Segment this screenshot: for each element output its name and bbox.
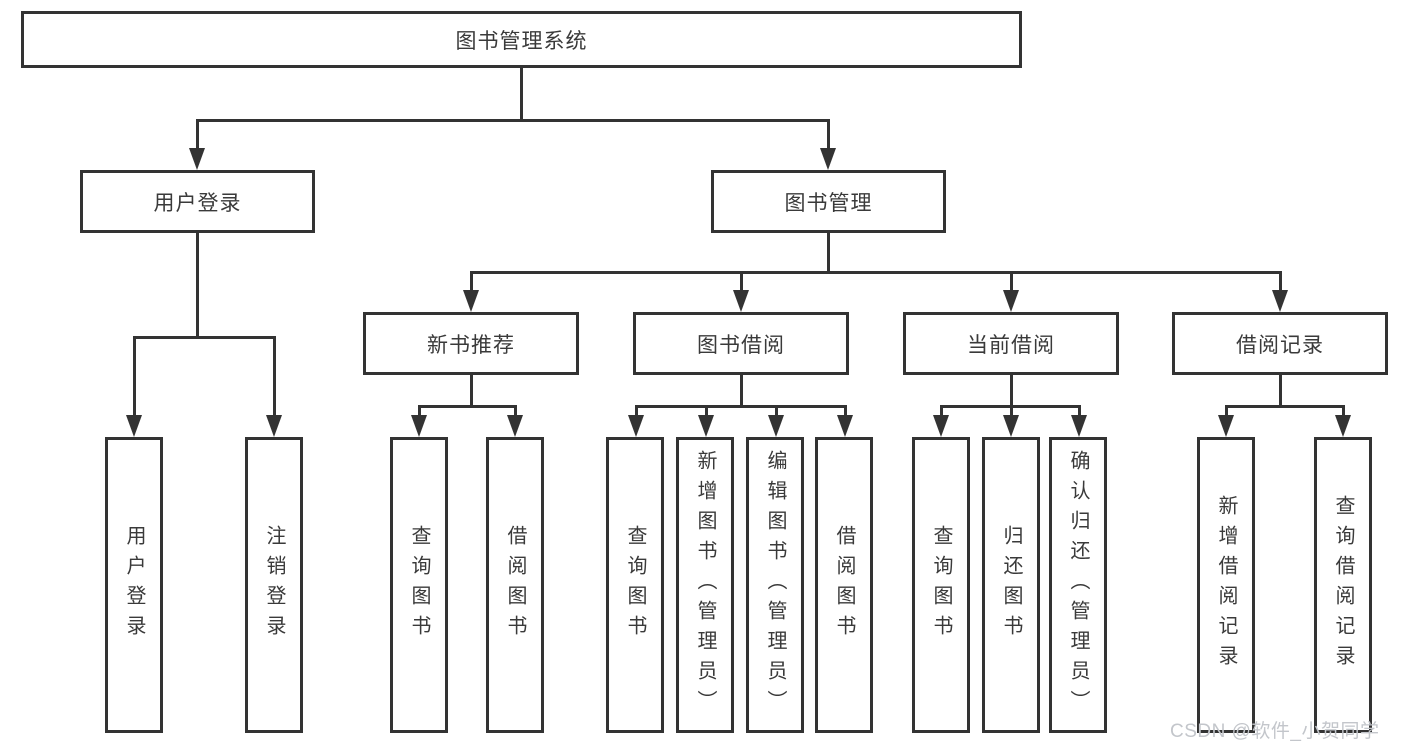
leaf-label: 借阅图书	[504, 525, 526, 645]
leaf-query-books-borrowing: 查询图书	[606, 437, 664, 733]
leaf-label: 注销登录	[263, 525, 285, 645]
connector-hline	[470, 271, 1281, 274]
connector-vline	[1010, 271, 1013, 292]
connector-vline	[418, 405, 421, 417]
connector-arrowhead	[933, 415, 949, 437]
node-borrowing-records: 借阅记录	[1172, 312, 1388, 375]
connector-vline	[1225, 405, 1228, 417]
connector-vline	[827, 119, 830, 150]
connector-vline	[1078, 405, 1081, 417]
node-book-borrowing: 图书借阅	[633, 312, 849, 375]
leaf-label: 查询借阅记录	[1332, 495, 1354, 675]
leaf-borrow-books-recommend: 借阅图书	[486, 437, 544, 733]
leaf-borrow-books-borrowing: 借阅图书	[815, 437, 873, 733]
node-library-management-system: 图书管理系统	[21, 11, 1022, 68]
connector-arrowhead	[733, 290, 749, 312]
leaf-query-books-recommend: 查询图书	[390, 437, 448, 733]
connector-vline	[635, 405, 638, 417]
connector-arrowhead	[507, 415, 523, 437]
leaf-label: 用户登录	[123, 525, 145, 645]
leaf-query-books-current: 查询图书	[912, 437, 970, 733]
leaf-label: 查询图书	[408, 525, 430, 645]
connector-vline	[1279, 271, 1282, 292]
connector-hline	[418, 405, 516, 408]
connector-hline	[196, 119, 830, 122]
connector-arrowhead	[820, 148, 836, 170]
connector-arrowhead	[628, 415, 644, 437]
node-label: 借阅记录	[1236, 333, 1324, 357]
connector-arrowhead	[1003, 290, 1019, 312]
leaf-label: 确认归还（管理员）	[1067, 450, 1089, 720]
connector-hline	[133, 336, 275, 339]
leaf-add-borrow-record: 新增借阅记录	[1197, 437, 1255, 733]
watermark: CSDN @软件_小贺同学	[1170, 721, 1380, 742]
connector-vline	[470, 271, 473, 292]
node-label: 用户登录	[153, 191, 242, 215]
connector-vline	[514, 405, 517, 417]
node-label: 新书推荐	[427, 333, 515, 357]
leaf-confirm-return-admin: 确认归还（管理员）	[1049, 437, 1107, 733]
node-new-book-recommendation: 新书推荐	[363, 312, 579, 375]
connector-vline	[844, 405, 847, 417]
connector-arrowhead	[837, 415, 853, 437]
leaf-return-books: 归还图书	[982, 437, 1040, 733]
leaf-user-login: 用户登录	[105, 437, 163, 733]
leaf-logout: 注销登录	[245, 437, 303, 733]
connector-vline	[1342, 405, 1345, 417]
connector-vline	[940, 405, 943, 417]
node-label: 当前借阅	[967, 333, 1055, 357]
connector-vline	[705, 405, 708, 417]
connector-vline	[1279, 375, 1282, 408]
connector-arrowhead	[189, 148, 205, 170]
connector-hline	[1225, 405, 1344, 408]
connector-arrowhead	[768, 415, 784, 437]
connector-vline	[1010, 405, 1013, 417]
leaf-query-borrow-record: 查询借阅记录	[1314, 437, 1372, 733]
connector-vline	[775, 405, 778, 417]
node-label: 图书管理系统	[455, 29, 588, 53]
leaf-edit-books-admin: 编辑图书（管理员）	[746, 437, 804, 733]
node-current-borrowing: 当前借阅	[903, 312, 1119, 375]
connector-arrowhead	[463, 290, 479, 312]
leaf-label: 查询图书	[624, 525, 646, 645]
node-label: 图书管理	[784, 191, 873, 215]
leaf-label: 新增图书（管理员）	[694, 450, 716, 720]
connector-vline	[133, 336, 136, 417]
connector-vline	[196, 233, 199, 339]
connector-vline	[740, 271, 743, 292]
leaf-label: 借阅图书	[833, 525, 855, 645]
connector-arrowhead	[1003, 415, 1019, 437]
leaf-add-books-admin: 新增图书（管理员）	[676, 437, 734, 733]
connector-arrowhead	[1071, 415, 1087, 437]
connector-vline	[470, 375, 473, 408]
connector-vline	[520, 68, 523, 122]
connector-arrowhead	[411, 415, 427, 437]
node-book-management: 图书管理	[711, 170, 946, 233]
leaf-label: 归还图书	[1000, 525, 1022, 645]
connector-vline	[273, 336, 276, 417]
node-user-login: 用户登录	[80, 170, 315, 233]
connector-arrowhead	[266, 415, 282, 437]
connector-arrowhead	[1272, 290, 1288, 312]
connector-vline	[827, 233, 830, 274]
leaf-label: 新增借阅记录	[1215, 495, 1237, 675]
leaf-label: 编辑图书（管理员）	[764, 450, 786, 720]
node-label: 图书借阅	[697, 333, 785, 357]
connector-arrowhead	[1335, 415, 1351, 437]
connector-vline	[740, 375, 743, 408]
connector-arrowhead	[1218, 415, 1234, 437]
connector-vline	[1010, 375, 1013, 408]
connector-arrowhead	[126, 415, 142, 437]
connector-arrowhead	[698, 415, 714, 437]
leaf-label: 查询图书	[930, 525, 952, 645]
connector-vline	[196, 119, 199, 150]
connector-hline	[635, 405, 846, 408]
